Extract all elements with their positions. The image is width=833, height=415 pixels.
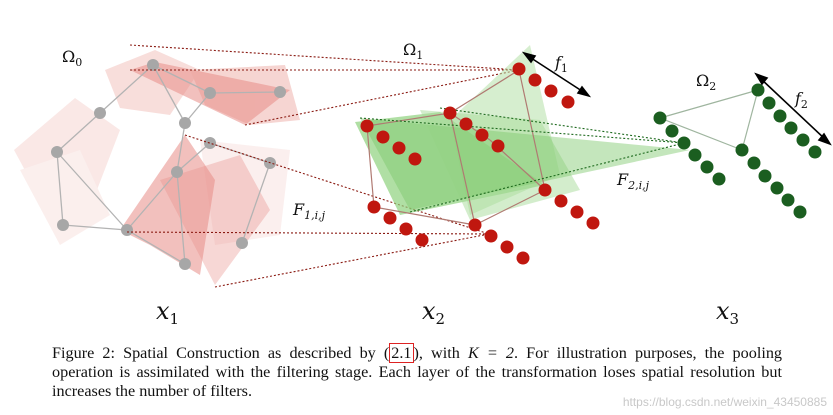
x2-node (415, 233, 429, 247)
x1-node (179, 117, 191, 129)
x2-node (399, 222, 413, 236)
equation-reference-link[interactable]: 2.1 (389, 343, 414, 363)
x3-node (793, 205, 807, 219)
filter-arrows (521, 51, 832, 146)
caption-math: K = 2 (467, 344, 514, 362)
x2-node (544, 84, 558, 98)
x2-node (500, 240, 514, 254)
x3-node (784, 121, 798, 135)
x3-node (735, 143, 749, 157)
x2-node (538, 183, 552, 197)
x3-node (751, 83, 765, 97)
x1-node (147, 59, 159, 71)
x3-node (688, 148, 702, 162)
x2-node (408, 152, 422, 166)
x1-to-x2-projection-lines (126, 44, 520, 288)
x2-node (475, 128, 489, 142)
x2-node (383, 211, 397, 225)
x3-node (712, 172, 726, 186)
x3-node (770, 181, 784, 195)
x2-label: x2 (422, 297, 445, 328)
x2-node (554, 194, 568, 208)
f1-arrow-head-a (521, 51, 537, 64)
x2-node (586, 216, 600, 230)
x1-node (94, 107, 106, 119)
x2-node (491, 139, 505, 153)
x3-node (762, 96, 776, 110)
x1-node (171, 166, 183, 178)
omega0-label: Ω0 (62, 47, 82, 69)
x2-node (570, 205, 584, 219)
x2-node (367, 200, 381, 214)
x3-node (700, 160, 714, 174)
x1-node (204, 87, 216, 99)
x1-node (121, 224, 133, 236)
F1ij-label: F1,i,j (292, 200, 326, 222)
caption-mid: ), with (413, 344, 468, 362)
f1-arrow-head-b (576, 85, 592, 98)
x2-nodes (360, 62, 600, 265)
x2-node (512, 62, 526, 76)
x3-node (665, 124, 679, 138)
x3-node (796, 133, 810, 147)
x2-node (392, 141, 406, 155)
F2ij-label: F2,i,j (616, 170, 650, 192)
x2-to-x3-projection-lines (359, 107, 685, 213)
x2-node (528, 73, 542, 87)
x1-label: x1 (156, 297, 179, 328)
x1-node (204, 137, 216, 149)
x1-node (274, 86, 286, 98)
x3-label: x3 (716, 297, 739, 328)
x3-graph-edges (659, 89, 759, 151)
figure-caption: Figure 2: Spatial Construction as descri… (52, 343, 783, 401)
diagram-labels: Ω0 Ω1 Ω2 f1 f2 F1,i,j F2,i,j x1 x2 x3 (62, 40, 808, 328)
x2-node (443, 106, 457, 120)
x3-node (653, 111, 667, 125)
x2-node (360, 119, 374, 133)
x3-node (773, 109, 787, 123)
f1-label: f1 (554, 53, 568, 75)
x2-node (516, 251, 530, 265)
f2-arrow-head-b (817, 132, 832, 146)
x3-node (781, 193, 795, 207)
x3-node (758, 169, 772, 183)
f2-label: f2 (794, 89, 808, 111)
x3-node (808, 145, 822, 159)
x3-node (747, 156, 761, 170)
x2-node (561, 95, 575, 109)
watermark: https://blog.csdn.net/weixin_43450885 (622, 395, 827, 409)
f2-arrow (759, 77, 827, 141)
x1-node (236, 237, 248, 249)
omega1-label: Ω1 (403, 40, 423, 62)
x2-node (484, 229, 498, 243)
x3-node (677, 136, 691, 150)
x2-node (376, 130, 390, 144)
x1-node (57, 219, 69, 231)
x2-node (468, 218, 482, 232)
x2-node (459, 117, 473, 131)
x1-node (51, 146, 63, 158)
omega2-label: Ω2 (696, 71, 716, 93)
f2-arrow-head-a (754, 72, 769, 86)
caption-rest: . For illustration purposes, the pooling… (52, 344, 783, 400)
x3-nodes (653, 83, 822, 219)
f1-arrow (527, 55, 586, 94)
caption-prefix: Figure 2: Spatial Construction as descri… (52, 344, 390, 362)
x1-node (179, 258, 191, 270)
